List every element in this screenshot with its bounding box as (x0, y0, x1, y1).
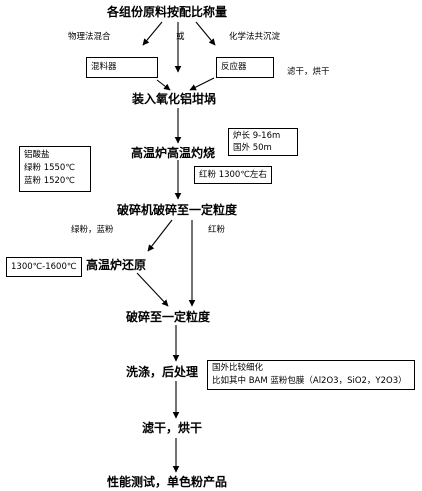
step-test-product: 性能测试，单色粉产品 (107, 475, 228, 489)
step-crucible: 装入氧化铝坩埚 (132, 92, 217, 106)
reactor-label: 反应器 (221, 62, 247, 72)
reactor-box: 反应器 (216, 57, 274, 78)
mixer-box: 混料器 (86, 57, 158, 78)
arrow-to-reactor (195, 21, 216, 46)
red-temp-box: 红粉 1300℃左右 (194, 166, 272, 184)
furnace-length-line-1: 炉长 9-16m (233, 131, 281, 141)
arrow-crusher-to-reduce (147, 219, 173, 252)
aluminate-title: 铝酸盐 (24, 150, 50, 160)
reduce-temp-label: 1300℃-1600℃ (11, 262, 77, 272)
step-weigh: 各组份原料按配比称量 (107, 5, 228, 19)
mixer-label: 混料器 (91, 62, 117, 72)
aluminate-box: 铝酸盐 绿粉 1550℃ 蓝粉 1520℃ (19, 146, 91, 192)
label-red: 红粉 (208, 225, 226, 235)
foreign-note-box: 国外比较细化 比如其中 BAM 蓝粉包膜（Al2O3，SiO2，Y2O3） (207, 360, 415, 390)
foreign-note-line-1: 国外比较细化 (212, 363, 264, 373)
label-filter-dry-side: 滤干，烘干 (287, 67, 330, 77)
label-green-blue: 绿粉，蓝粉 (71, 225, 114, 235)
step-wash: 洗涤，后处理 (126, 365, 199, 379)
step-crush-again: 破碎至一定粒度 (126, 310, 211, 324)
reduce-temp-box: 1300℃-1600℃ (6, 257, 82, 277)
arrow-reduce-to-crush (136, 272, 169, 307)
step-high-temp-fire: 高温炉高温灼烧 (131, 146, 216, 160)
red-temp-label: 红粉 1300℃左右 (199, 170, 267, 180)
label-chemical-coprecip: 化学法共沉淀 (229, 32, 281, 42)
label-or: 或 (176, 32, 185, 42)
arrow-mixer-to-crucible (156, 79, 171, 91)
label-physical-mix: 物理法混合 (68, 32, 111, 42)
step-reduction: 高温炉还原 (86, 258, 147, 272)
foreign-note-line-2: 比如其中 BAM 蓝粉包膜（Al2O3，SiO2，Y2O3） (212, 376, 407, 386)
step-filter-dry: 滤干，烘干 (142, 421, 203, 435)
furnace-length-box: 炉长 9-16m 国外 50m (228, 128, 298, 156)
step-crusher: 破碎机破碎至一定粒度 (117, 203, 238, 217)
aluminate-blue: 蓝粉 1520℃ (24, 176, 75, 186)
arrow-to-mixer (142, 21, 163, 46)
furnace-length-line-2: 国外 50m (233, 143, 272, 153)
aluminate-green: 绿粉 1550℃ (24, 163, 75, 173)
arrow-reactor-to-crucible (189, 77, 215, 91)
